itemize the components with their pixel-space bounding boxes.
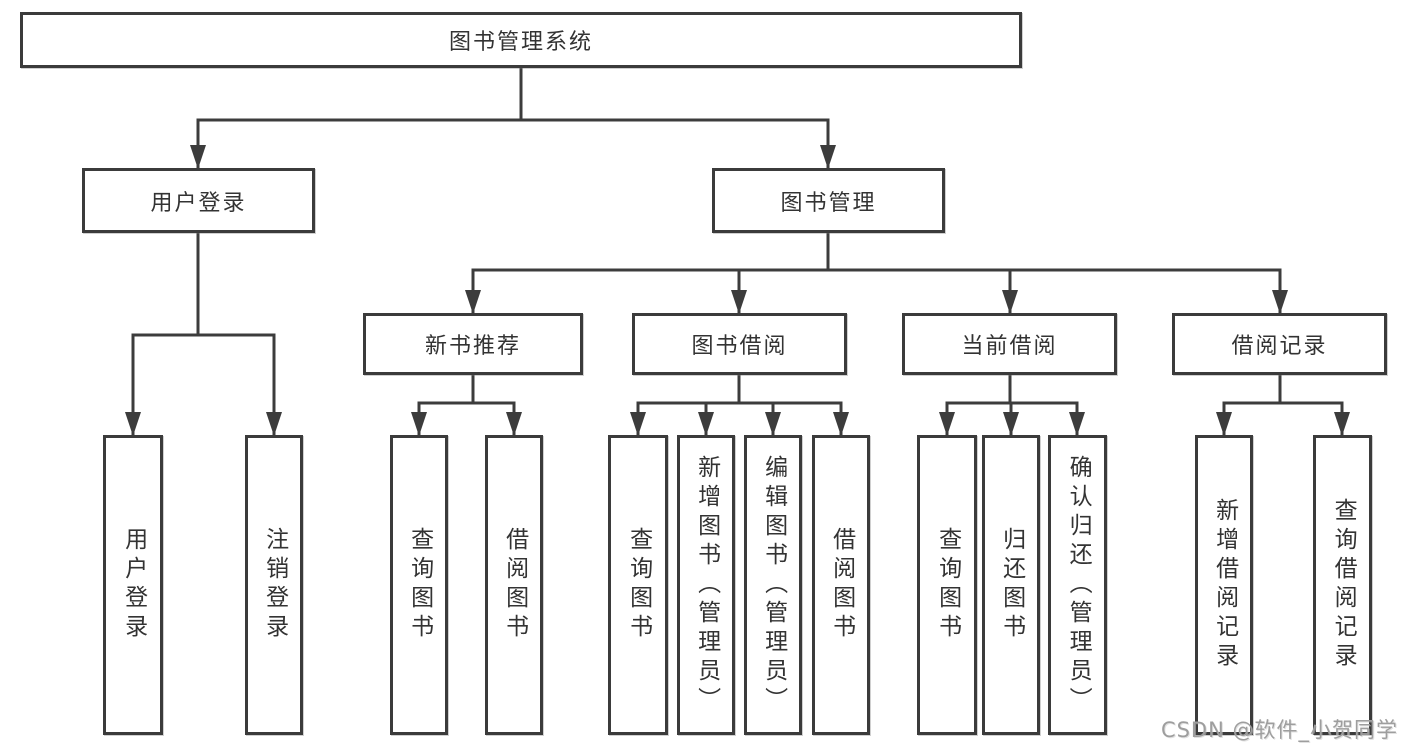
leaf-return-books: 归还图书 — [982, 435, 1040, 735]
leaf-confirm-return-admin-label: 确认归还（管理员） — [1065, 454, 1092, 716]
leaf-confirm-return-admin: 确认归还（管理员） — [1048, 435, 1107, 735]
leaf-add-borrow-record-label: 新增借阅记录 — [1211, 498, 1238, 672]
leaf-logout-login-label: 注销登录 — [261, 527, 288, 643]
node-new-book-recommend-label: 新书推荐 — [424, 334, 521, 359]
node-borrow-records: 借阅记录 — [1172, 313, 1387, 375]
leaf-user-login-label: 用户登录 — [120, 527, 147, 643]
leaf-add-book-admin-label: 新增图书（管理员） — [693, 454, 720, 716]
leaf-current-query-books: 查询图书 — [917, 435, 977, 735]
leaf-recommend-borrow-books-label: 借阅图书 — [501, 527, 528, 643]
leaf-logout-login: 注销登录 — [245, 435, 303, 735]
leaf-edit-book-admin: 编辑图书（管理员） — [744, 435, 802, 735]
leaf-recommend-borrow-books: 借阅图书 — [485, 435, 543, 735]
leaf-query-borrow-record: 查询借阅记录 — [1313, 435, 1372, 735]
leaf-borrow-books: 借阅图书 — [812, 435, 870, 735]
node-book-borrow: 图书借阅 — [632, 313, 847, 375]
leaf-add-borrow-record: 新增借阅记录 — [1195, 435, 1253, 735]
node-user-login: 用户登录 — [82, 168, 315, 233]
node-book-management: 图书管理 — [712, 168, 945, 233]
node-root: 图书管理系统 — [20, 12, 1022, 68]
node-book-borrow-label: 图书借阅 — [691, 334, 788, 359]
leaf-return-books-label: 归还图书 — [998, 527, 1025, 643]
node-user-login-label: 用户登录 — [150, 190, 247, 216]
watermark-text: CSDN @软件_小贺同学 — [1160, 718, 1398, 742]
leaf-recommend-query-books-label: 查询图书 — [406, 527, 433, 643]
leaf-borrow-query-books-label: 查询图书 — [625, 527, 652, 643]
node-borrow-records-label: 借阅记录 — [1231, 334, 1328, 359]
leaf-query-borrow-record-label: 查询借阅记录 — [1330, 498, 1357, 672]
node-current-borrow: 当前借阅 — [902, 313, 1117, 375]
leaf-current-query-books-label: 查询图书 — [934, 527, 961, 643]
leaf-recommend-query-books: 查询图书 — [390, 435, 448, 735]
leaf-edit-book-admin-label: 编辑图书（管理员） — [760, 454, 787, 716]
node-current-borrow-label: 当前借阅 — [961, 334, 1058, 359]
leaf-user-login: 用户登录 — [103, 435, 163, 735]
leaf-borrow-query-books: 查询图书 — [608, 435, 668, 735]
node-new-book-recommend: 新书推荐 — [363, 313, 583, 375]
node-root-label: 图书管理系统 — [448, 30, 593, 55]
leaf-borrow-books-label: 借阅图书 — [828, 527, 855, 643]
leaf-add-book-admin: 新增图书（管理员） — [677, 435, 735, 735]
node-book-management-label: 图书管理 — [780, 190, 877, 216]
